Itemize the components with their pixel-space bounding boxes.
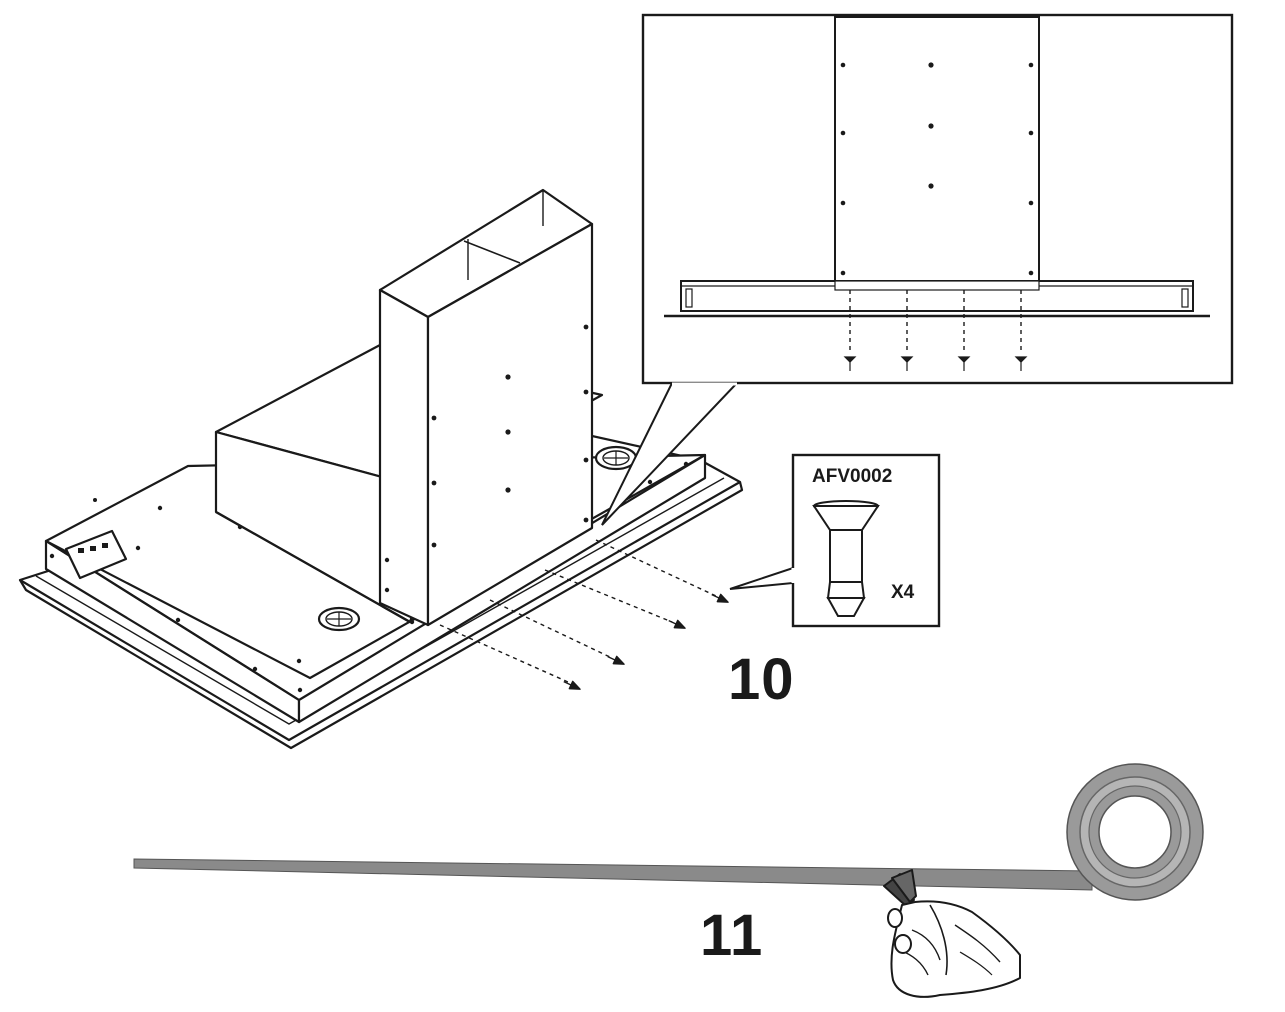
step-11-number: 11 [700,903,764,968]
control-panel [64,529,128,580]
vent-left [317,606,361,632]
chimney-duct [378,188,594,627]
range-hood-illustration [18,188,744,750]
hand-with-scissors-icon [883,869,1021,998]
inset-screws [843,356,1028,371]
screw-guide-lines [439,539,717,683]
duct-screw-dots [49,324,689,693]
detail-zoom-icon [601,13,1234,526]
step-10-number: 10 [728,647,795,712]
vent-right [594,445,638,471]
screw-part-code: AFV0002 [812,466,893,487]
inset-screw-dots [840,62,1034,276]
countersunk-screw-icon [812,500,880,617]
part-callout [729,453,941,628]
hood-screws [563,593,729,690]
sealing-tape-roll-icon [133,763,1204,901]
screw-quantity: X4 [891,582,915,603]
